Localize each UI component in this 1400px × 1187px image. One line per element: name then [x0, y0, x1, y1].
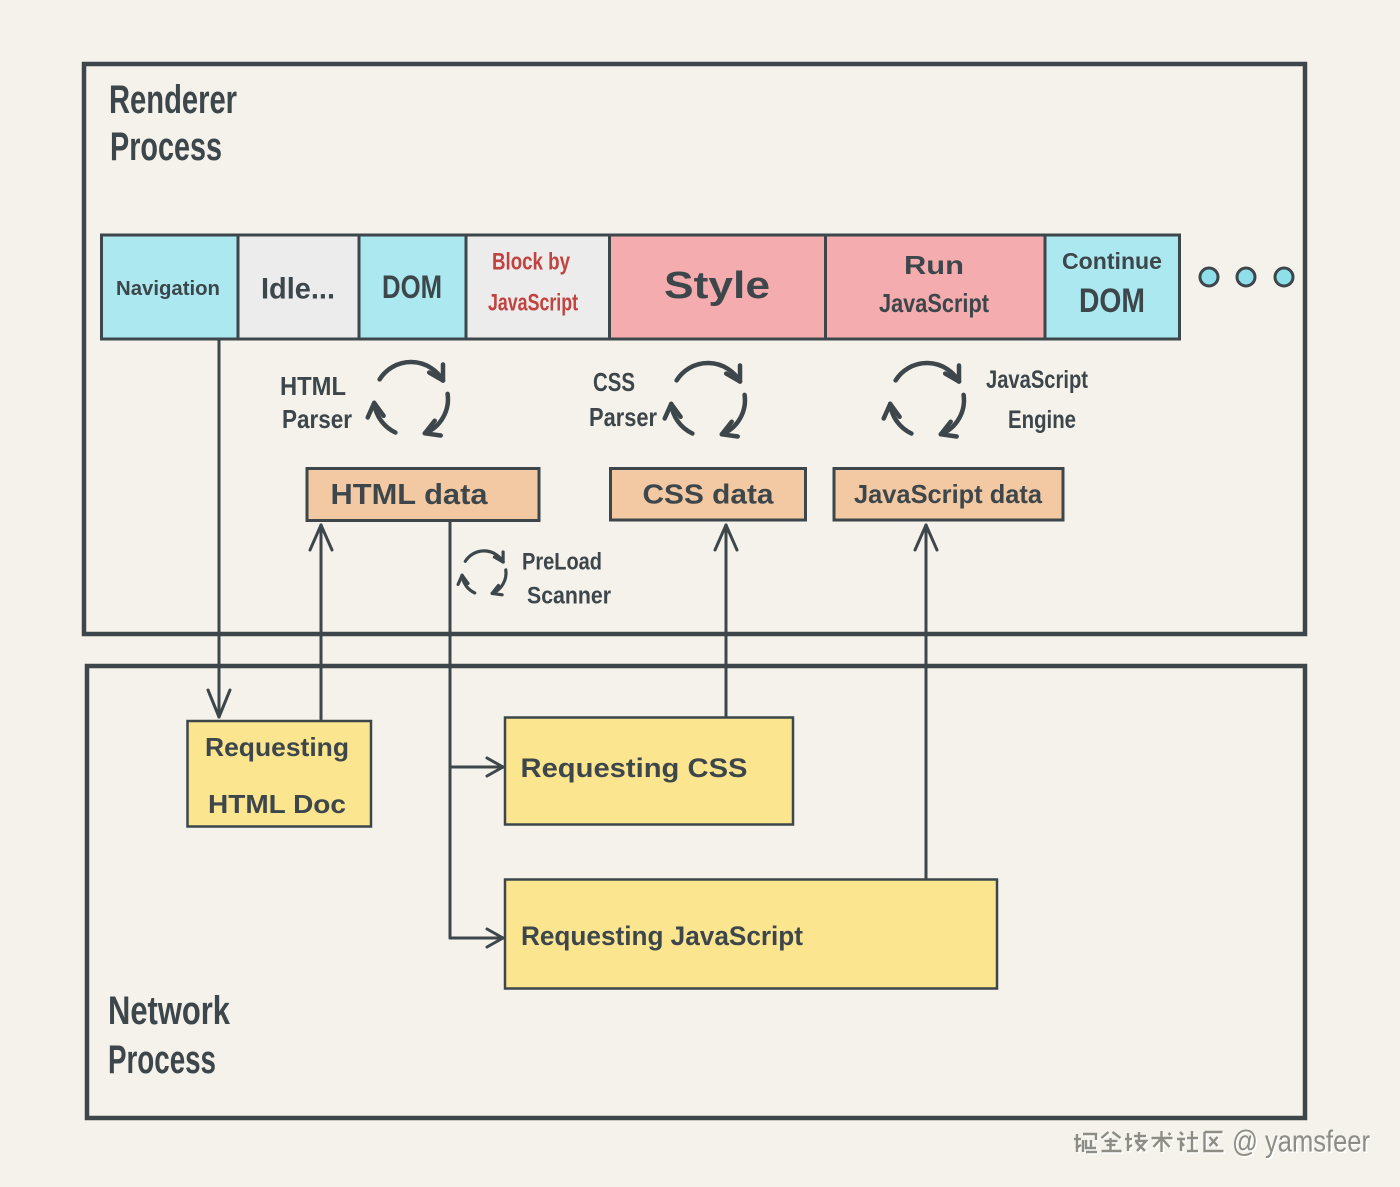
svg-text:Style: Style — [664, 265, 770, 307]
svg-text:Network: Network — [108, 989, 231, 1033]
svg-text:Idle...: Idle... — [261, 273, 335, 306]
svg-text:JavaScript: JavaScript — [986, 366, 1089, 394]
svg-text:Requesting JavaScript: Requesting JavaScript — [521, 921, 803, 951]
svg-text:CSS: CSS — [593, 367, 635, 397]
svg-text:DOM: DOM — [1079, 282, 1145, 320]
svg-text:Parser: Parser — [282, 404, 352, 434]
svg-text:JavaScript: JavaScript — [879, 288, 989, 318]
svg-text:Navigation: Navigation — [116, 278, 220, 300]
svg-text:Renderer: Renderer — [109, 78, 237, 122]
svg-text:Process: Process — [108, 1038, 216, 1082]
svg-text:HTML data: HTML data — [331, 479, 489, 511]
svg-text:Run: Run — [904, 250, 964, 280]
svg-text:DOM: DOM — [382, 269, 442, 305]
svg-text:Process: Process — [110, 125, 222, 169]
svg-text:Scanner: Scanner — [527, 583, 611, 610]
svg-text:Parser: Parser — [589, 402, 657, 432]
svg-text:JavaScript: JavaScript — [488, 290, 578, 317]
svg-text:CSS data: CSS data — [643, 479, 774, 510]
svg-text:Block by: Block by — [492, 249, 571, 276]
svg-text:Requesting CSS: Requesting CSS — [521, 753, 748, 783]
svg-text:Engine: Engine — [1008, 406, 1076, 434]
svg-text:HTML Doc: HTML Doc — [208, 789, 346, 819]
svg-text:@ yamsfeer: @ yamsfeer — [1234, 1125, 1372, 1160]
svg-text:Continue: Continue — [1062, 248, 1162, 274]
svg-text:@ yamsfeer: @ yamsfeer — [1232, 1124, 1370, 1159]
svg-text:PreLoad: PreLoad — [522, 549, 602, 576]
svg-text:Requesting: Requesting — [205, 732, 349, 762]
svg-text:JavaScript data: JavaScript data — [854, 479, 1043, 509]
svg-text:HTML: HTML — [280, 371, 346, 401]
